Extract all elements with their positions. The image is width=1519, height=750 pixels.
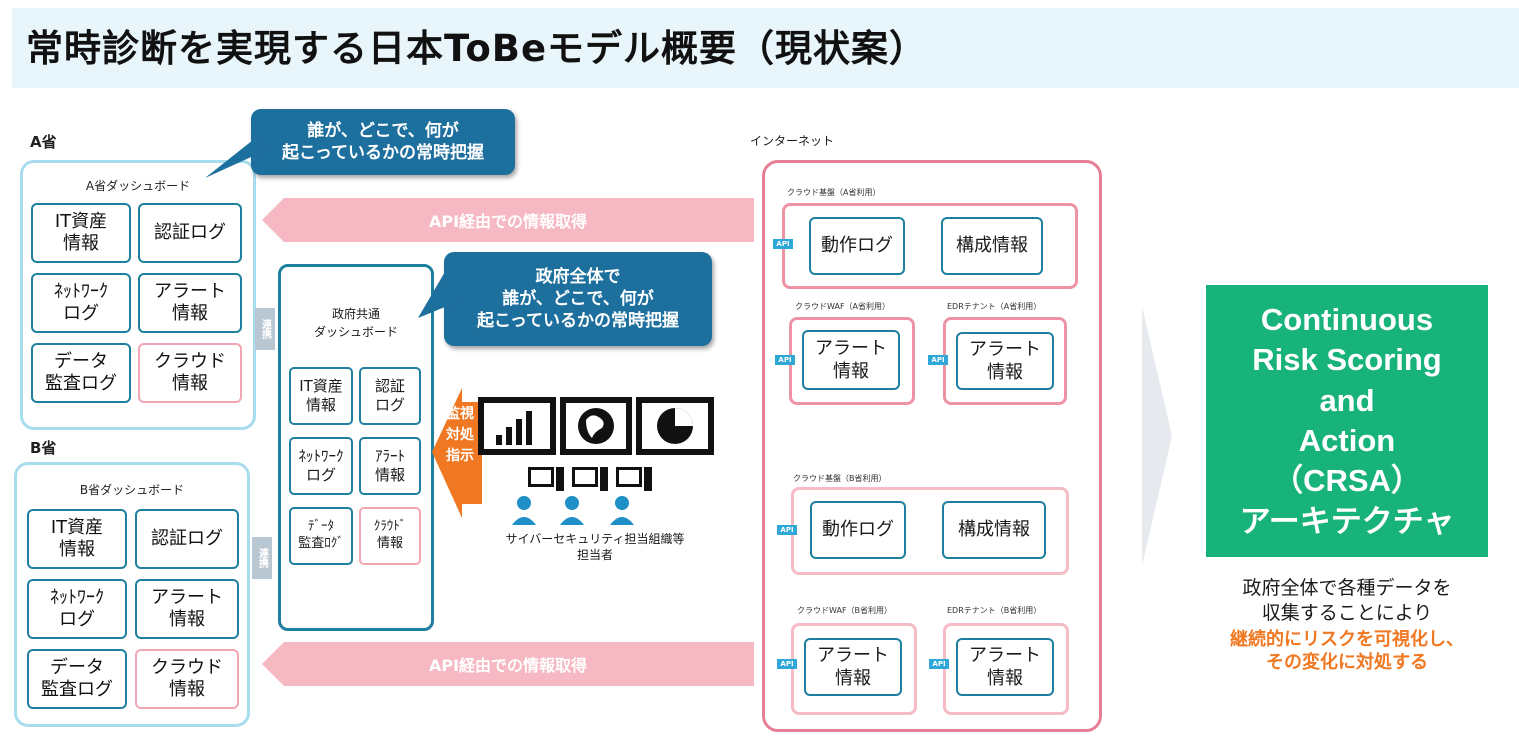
- edr-a-alert-info: アラート 情報: [956, 332, 1054, 390]
- a-cell-auth-log: 認証ログ: [138, 203, 242, 263]
- crsa-box: Continuous Risk Scoring and Action （CRSA…: [1206, 285, 1488, 557]
- gov-cell-it-assets: IT資産 情報: [289, 367, 353, 425]
- zone-waf-b: アラート 情報: [791, 623, 917, 715]
- gov-cell-alert-info: ｱﾗｰﾄ 情報: [359, 437, 421, 495]
- zone-edr-b: アラート 情報: [943, 623, 1069, 715]
- api-arrow-top: [262, 198, 754, 242]
- api-arrow-bottom-label: API経由での情報取得: [428, 656, 588, 675]
- zone-cloud-b-label: クラウド基盤（B省利用）: [793, 474, 887, 483]
- internet-label: インターネット: [750, 134, 835, 148]
- b-cell-alert-info: アラート 情報: [135, 579, 239, 639]
- internet-box: クラウド基盤（A省利用） 動作ログ 構成情報 API クラウドWAF（A省利用）…: [762, 160, 1102, 732]
- cloud-b-operation-log: 動作ログ: [810, 501, 906, 559]
- api-tag-edr-b: API: [929, 659, 949, 669]
- page-title: 常時診断を実現する日本ToBeモデル概要（現状案）: [26, 27, 928, 70]
- gov-dashboard-title: 政府共通 ダッシュボード: [313, 307, 398, 339]
- ministry-a-dashboard: A省ダッシュボード IT資産 情報 認証ログ ﾈｯﾄﾜｰｸ ログ アラート 情報…: [20, 160, 256, 430]
- ministry-b-label: B省: [30, 439, 57, 457]
- b-cell-cloud-info: クラウド 情報: [135, 649, 239, 709]
- monitor-arrow: [432, 388, 482, 518]
- a-cell-alert-info: アラート 情報: [138, 273, 242, 333]
- zone-waf-b-label: クラウドWAF（B省利用）: [797, 606, 893, 615]
- cloud-b-config-info: 構成情報: [942, 501, 1046, 559]
- gov-cell-data-audit-log: ﾃﾞｰﾀ 監査ﾛｸﾞ: [289, 507, 353, 565]
- callout-gov-pointer: [418, 270, 462, 318]
- callout-ministry-awareness: 誰が、どこで、何が 起こっているかの常時把握: [251, 109, 515, 175]
- zone-cloud-a-label: クラウド基盤（A省利用）: [787, 188, 881, 197]
- ministry-b-dashboard-title: B省ダッシュボード: [79, 483, 185, 497]
- api-tag-waf-b: API: [777, 659, 797, 669]
- cloud-a-operation-log: 動作ログ: [809, 217, 905, 275]
- flow-chevron: [1142, 306, 1172, 566]
- gov-cell-auth-log: 認証 ログ: [359, 367, 421, 425]
- zone-edr-a-label: EDRテナント（A省利用）: [947, 302, 1042, 311]
- crsa-caption-emphasis: 継続的にリスクを可視化し、 その変化に対処する: [1230, 629, 1464, 674]
- a-cell-network-log: ﾈｯﾄﾜｰｸ ログ: [31, 273, 131, 333]
- api-tag-waf-a: API: [775, 355, 795, 365]
- b-cell-it-assets: IT資産 情報: [27, 509, 127, 569]
- api-tag-cloud-a: API: [773, 239, 793, 249]
- zone-waf-a: アラート 情報: [789, 317, 915, 405]
- b-cell-network-log: ﾈｯﾄﾜｰｸ ログ: [27, 579, 127, 639]
- api-tag-cloud-b: API: [777, 525, 797, 535]
- waf-b-alert-info: アラート 情報: [804, 638, 902, 696]
- zone-cloud-b: 動作ログ 構成情報: [791, 487, 1069, 575]
- soc-label: サイバーセキュリティ担当組織等 担当者: [505, 532, 685, 562]
- a-cell-it-assets: IT資産 情報: [31, 203, 131, 263]
- api-arrow-bottom: [262, 642, 754, 686]
- a-cell-cloud-info: クラウド 情報: [138, 343, 242, 403]
- ministry-a-label: A省: [30, 133, 57, 151]
- ministry-a-dashboard-title: A省ダッシュボード: [85, 179, 191, 193]
- gov-common-dashboard: 政府共通 ダッシュボード IT資産 情報 認証 ログ ﾈｯﾄﾜｰｸ ログ ｱﾗｰ…: [278, 264, 434, 631]
- api-arrow-top-label: API経由での情報取得: [428, 212, 588, 231]
- a-cell-data-audit-log: データ 監査ログ: [31, 343, 131, 403]
- title-bar: [12, 8, 1519, 88]
- zone-waf-a-label: クラウドWAF（A省利用）: [795, 302, 891, 311]
- ministry-b-dashboard: B省ダッシュボード IT資産 情報 認証ログ ﾈｯﾄﾜｰｸ ログ アラート 情報…: [14, 462, 250, 727]
- monitor-label: 監視 対処 指示: [446, 406, 474, 464]
- edr-b-alert-info: アラート 情報: [956, 638, 1054, 696]
- api-tag-edr-a: API: [928, 355, 948, 365]
- gov-cell-cloud-info: ｸﾗｳﾄﾞ 情報: [359, 507, 421, 565]
- crsa-caption: 政府全体で各種データを 収集することにより: [1242, 577, 1452, 624]
- zone-cloud-a: 動作ログ 構成情報: [782, 203, 1078, 289]
- callout-a-pointer: [205, 140, 271, 178]
- callout-gov-awareness: 政府全体で 誰が、どこで、何が 起こっているかの常時把握: [444, 252, 712, 346]
- gov-cell-network-log: ﾈｯﾄﾜｰｸ ログ: [289, 437, 353, 495]
- waf-a-alert-info: アラート 情報: [802, 330, 900, 390]
- link-tag-a: 連携: [255, 308, 275, 350]
- cloud-a-config-info: 構成情報: [941, 217, 1043, 275]
- zone-edr-a: アラート 情報: [943, 317, 1067, 405]
- soc-illustration: [478, 397, 714, 525]
- b-cell-data-audit-log: データ 監査ログ: [27, 649, 127, 709]
- link-tag-b: 連携: [252, 537, 272, 579]
- b-cell-auth-log: 認証ログ: [135, 509, 239, 569]
- zone-edr-b-label: EDRテナント（B省利用）: [947, 606, 1042, 615]
